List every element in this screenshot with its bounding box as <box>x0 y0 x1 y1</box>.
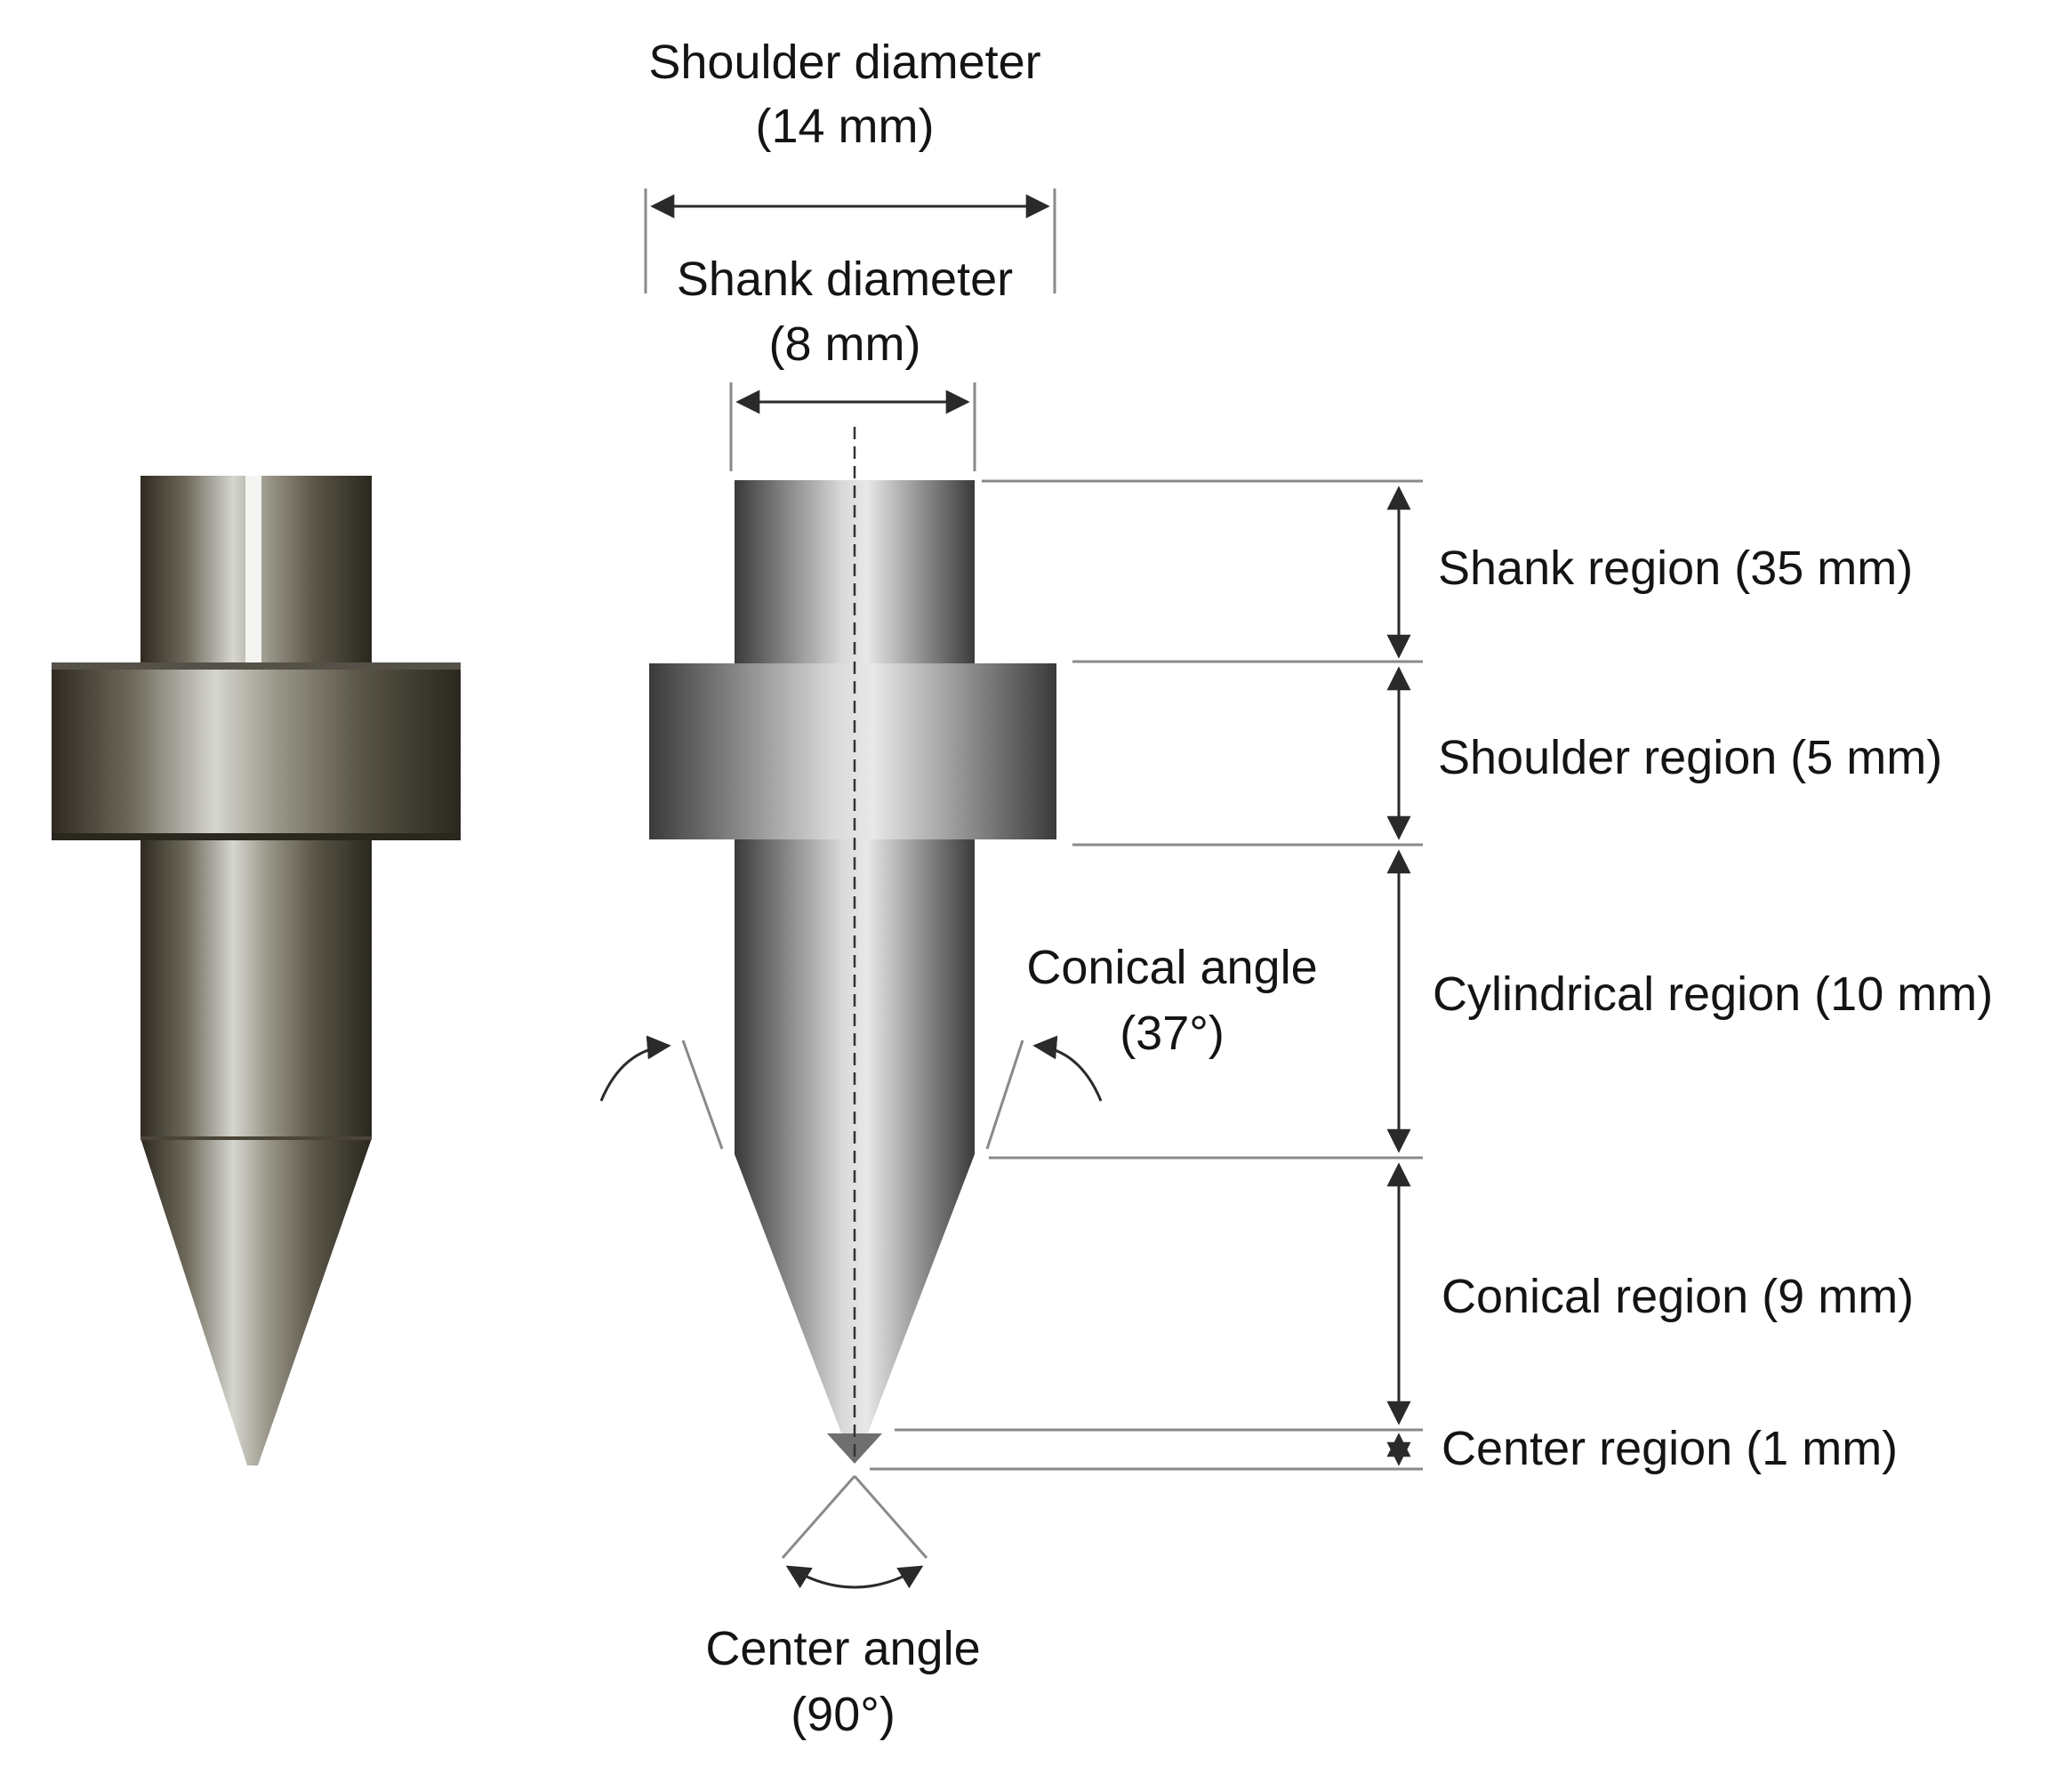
center-angle-value: (90°) <box>791 1688 895 1741</box>
conical-angle-label: Conical angle <box>1026 941 1317 994</box>
center-region-label: Center region (1 mm) <box>1442 1422 1898 1475</box>
conical-angle-indicator <box>599 1035 1103 1150</box>
shoulder-body <box>649 663 1056 839</box>
tool-schematic <box>649 427 1056 1464</box>
shank-region-label: Shank region (35 mm) <box>1438 542 1913 595</box>
shank-diameter-dimension <box>729 382 976 471</box>
shank-diameter-value: (8 mm) <box>769 317 921 371</box>
center-angle-indicator <box>781 1475 928 1589</box>
shoulder-region-label: Shoulder region (5 mm) <box>1438 731 1942 784</box>
shoulder-diameter-label: Shoulder diameter <box>648 36 1040 89</box>
tool-photo <box>52 476 461 1465</box>
conical-region-label: Conical region (9 mm) <box>1442 1270 1914 1323</box>
shoulder-diameter-value: (14 mm) <box>756 100 935 153</box>
shank-diameter-label: Shank diameter <box>677 253 1013 306</box>
center-angle-label: Center angle <box>705 1622 980 1675</box>
conical-angle-value: (37°) <box>1120 1007 1225 1060</box>
cylindrical-region-label: Cylindrical region (10 mm) <box>1433 967 1993 1021</box>
shoulder-diameter-dimension <box>644 189 1056 293</box>
region-extension-lines <box>870 479 1423 1471</box>
